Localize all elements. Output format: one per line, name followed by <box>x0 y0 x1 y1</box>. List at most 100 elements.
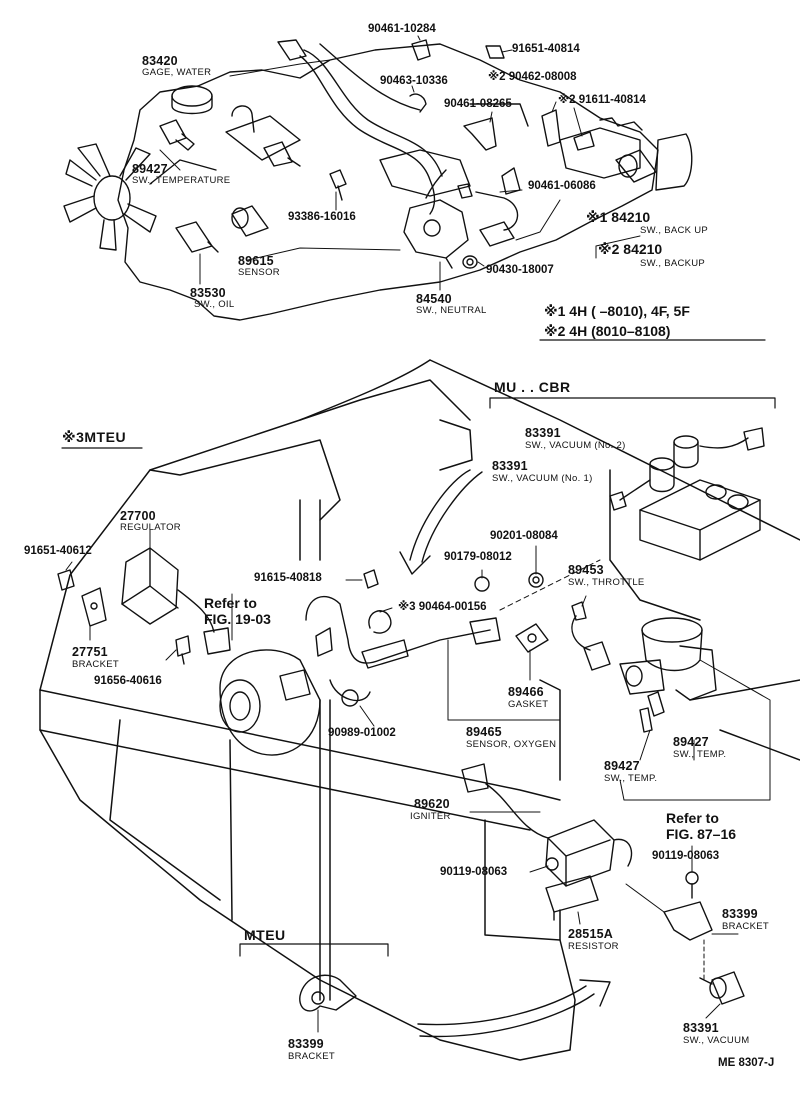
part-89427c-number: 89427 <box>604 759 640 773</box>
part-83399b-number: 83399 <box>288 1037 324 1051</box>
part-90463-number: 90463-10336 <box>380 75 448 87</box>
part-27700-number: 27700 <box>120 509 156 523</box>
resistor-icon <box>545 875 599 921</box>
gasket-90430-icon <box>462 255 478 269</box>
section-mucbr: MU . . CBR <box>494 379 571 395</box>
bolt-91615-icon <box>363 569 379 589</box>
backup-switch-right-icon <box>615 133 693 191</box>
part-91651-40612-number: 91651-40612 <box>24 545 92 557</box>
bracket-83399-right-icon <box>663 871 713 941</box>
part-90462-number: ※2 90462-08008 <box>488 71 577 83</box>
neutral-switch-body <box>403 199 469 269</box>
bracket-83399-mteu-icon <box>299 974 357 1012</box>
part-91615-number: 91615-40818 <box>254 572 322 584</box>
part-90461-10284-number: 90461-10284 <box>368 23 436 35</box>
fan <box>63 143 157 251</box>
part-89465-number: 89465 <box>466 725 502 739</box>
part-83399a-name: BRACKET <box>722 921 769 932</box>
leader-lines-top <box>159 35 641 291</box>
part-89620-number: 89620 <box>414 797 450 811</box>
leader-lines-lower <box>65 529 771 1033</box>
part-89427a-name: SW., TEMPERATURE <box>132 175 231 186</box>
part-83391-3-name: SW., VACUUM <box>683 1035 750 1046</box>
part-28515-number: 28515A <box>568 927 613 941</box>
part-91656-number: 91656-40616 <box>94 675 162 687</box>
part-27751-number: 27751 <box>72 645 108 659</box>
part-90989-number: 90989-01002 <box>328 727 396 739</box>
part-90119b-number: 90119-08063 <box>652 850 720 862</box>
throttle-switch-icon <box>571 601 611 671</box>
part-89427b-name: SW., TEMP. <box>673 749 727 760</box>
part-91611-number: ※2 91611-40814 <box>558 94 646 106</box>
bolt-91651-icon <box>57 569 75 591</box>
part-184210-number: ※1 84210 <box>586 209 651 225</box>
flow-arrow-bottom <box>417 979 611 1038</box>
car-body-outline <box>39 359 800 1061</box>
temperature-switch-icon <box>159 119 301 167</box>
mteu-bracket <box>239 943 389 957</box>
part-90464-number: ※3 90464-00156 <box>398 601 487 613</box>
wiring-harness-top <box>277 39 447 215</box>
part-184210-name: SW., BACK UP <box>640 225 709 236</box>
oil-switch-icon <box>175 221 219 253</box>
part-284210-number: ※2 84210 <box>598 241 663 257</box>
brackets-top-right <box>409 39 595 195</box>
refer-19-03-line1: Refer to <box>204 595 257 611</box>
part-89465-name: SENSOR, OXYGEN <box>466 739 557 750</box>
igniter-icon <box>461 763 633 887</box>
mucbr-bracket <box>489 397 776 409</box>
engine-block-outline <box>117 43 659 321</box>
section-mteu: MTEU <box>244 927 286 943</box>
nuts-icon <box>474 572 544 592</box>
part-89466-number: 89466 <box>508 685 544 699</box>
part-83391-2-number: 83391 <box>525 426 561 440</box>
alternator-icon <box>219 649 321 756</box>
refer-87-16-line1: Refer to <box>666 810 719 826</box>
oxygen-sensor-harness <box>305 595 501 707</box>
refer-87-16-line2: FIG. 87–16 <box>666 826 737 842</box>
part-89453-name: SW., THROTTLE <box>568 577 645 588</box>
part-84540-number: 84540 <box>416 292 452 306</box>
backup-switch-icon <box>457 183 519 247</box>
part-83420-name: GAGE, WATER <box>142 67 212 78</box>
part-83391-1-number: 83391 <box>492 459 528 473</box>
part-90461-06086-number: 90461-06086 <box>528 180 596 192</box>
throttle-body-icon <box>619 617 717 701</box>
bracket-27751-icon <box>81 587 107 627</box>
part-83399b-name: BRACKET <box>288 1051 335 1062</box>
part-89466-name: GASKET <box>508 699 549 710</box>
part-89615-name: SENSOR <box>238 267 280 278</box>
part-27700-name: REGULATOR <box>120 522 181 533</box>
refer-19-03-line2: FIG. 19-03 <box>204 611 271 627</box>
section-mteu3: ※3MTEU <box>62 429 127 445</box>
part-83391-2-name: SW., VACUUM (No. 2) <box>525 440 626 451</box>
part-83530-number: 83530 <box>190 286 226 300</box>
sensor-89615-icon <box>231 205 269 237</box>
note-2: ※2 4H (8010–8108) <box>544 323 671 339</box>
part-89427c-name: SW., TEMP. <box>604 773 658 784</box>
part-91651-40814-number: 91651-40814 <box>512 43 580 55</box>
part-83391-1-name: SW., VACUUM (No. 1) <box>492 473 593 484</box>
part-89615-number: 89615 <box>238 254 274 268</box>
part-90461-08265-number: 90461-08265 <box>444 98 512 110</box>
bolt-91656-icon <box>175 635 191 665</box>
part-93386-number: 93386-16016 <box>288 211 356 223</box>
bolt-93386-icon <box>329 169 347 201</box>
part-89427b-number: 89427 <box>673 735 709 749</box>
part-84540-name: SW., NEUTRAL <box>416 305 487 316</box>
part-284210-name: SW., BACKUP <box>640 258 706 269</box>
vacuum-switches-icon <box>609 427 765 561</box>
part-89453-number: 89453 <box>568 563 604 577</box>
gasket-89466-icon <box>515 623 549 653</box>
temp-switch-lower-icon <box>639 691 665 733</box>
part-90119a-number: 90119-08063 <box>440 866 508 878</box>
clamp-90464-icon <box>368 610 392 634</box>
water-gage-cap <box>171 85 213 115</box>
diagram-code: ME 8307-J <box>718 1057 775 1069</box>
part-83530-name: SW., OIL <box>194 299 235 310</box>
part-89620-name: IGNITER <box>410 811 451 822</box>
note-1: ※1 4H ( –8010), 4F, 5F <box>544 303 690 319</box>
part-28515-name: RESISTOR <box>568 941 619 952</box>
